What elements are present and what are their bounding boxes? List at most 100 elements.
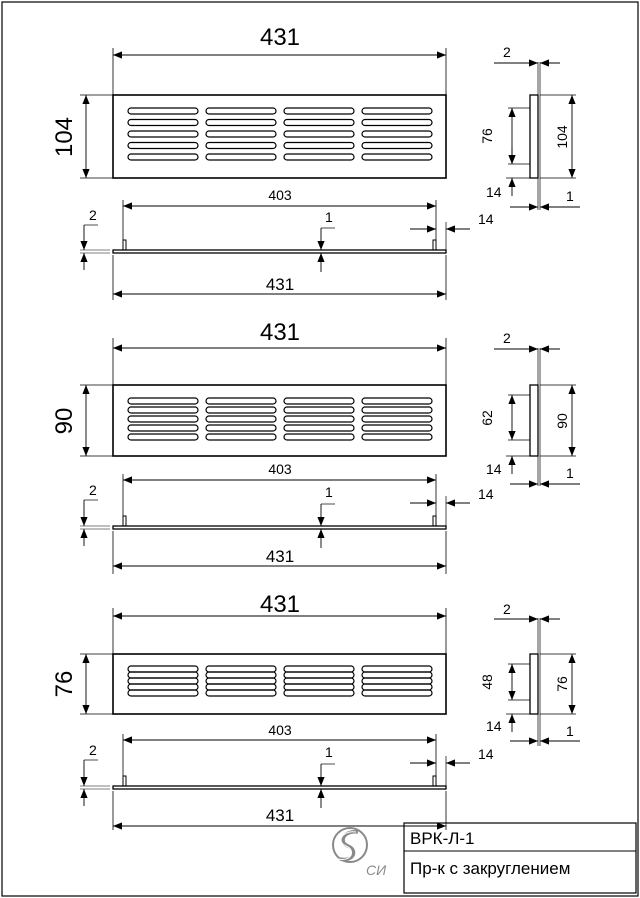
vent-slot	[283, 397, 355, 405]
back-thickness-label: 1	[566, 723, 574, 739]
slot-grid	[127, 107, 433, 161]
grille-frame	[112, 653, 447, 715]
end-gap-label: 14	[478, 486, 494, 502]
inner-length-label: 403	[268, 187, 292, 203]
edge-offset-label: 14	[486, 461, 502, 477]
vent-slot	[283, 141, 355, 150]
vent-slot	[283, 433, 355, 441]
vent-slot	[205, 153, 277, 161]
front-view: 431 104	[51, 24, 447, 179]
return-left	[122, 775, 127, 787]
vent-slot	[283, 153, 355, 161]
vent-slot	[205, 424, 277, 432]
vent-slot	[283, 671, 355, 679]
view-2: 431 90 2 90 62 14	[51, 319, 580, 574]
lip-label: 2	[89, 207, 97, 223]
vent-slot	[205, 433, 277, 441]
inner-length-label: 403	[268, 461, 292, 477]
bottom-width-label: 431	[266, 275, 294, 294]
flange-thickness-label: 2	[503, 330, 511, 346]
flange-thickness-label: 2	[503, 44, 511, 60]
logo-text: СИ	[366, 862, 387, 878]
grille-frame	[112, 94, 447, 179]
overall-width-label: 431	[260, 591, 300, 618]
end-gap-label: 14	[478, 746, 494, 762]
vent-slot	[283, 689, 355, 697]
vent-slot	[283, 683, 355, 691]
product-description: Пр-к с закруглением	[410, 859, 570, 878]
vent-slot	[361, 406, 433, 414]
vent-slot	[361, 153, 433, 161]
overall-width-label: 431	[260, 24, 300, 51]
vent-slot	[205, 141, 277, 150]
vent-slot	[127, 107, 199, 115]
vent-slot	[283, 118, 355, 127]
vent-slot	[205, 118, 277, 127]
vent-slot	[205, 683, 277, 691]
vent-slot	[127, 406, 199, 414]
vent-slot	[361, 671, 433, 679]
top-view: 403 2 1 14 431	[80, 187, 494, 300]
vent-slot	[361, 683, 433, 691]
slot-span-label: 76	[479, 128, 495, 144]
vent-slot	[283, 665, 355, 673]
return-left	[122, 239, 127, 251]
vent-slot	[127, 397, 199, 405]
title-block: ВРК-Л-1 Пр-к с закруглением	[403, 822, 637, 894]
vent-slot	[205, 397, 277, 405]
side-height-label: 90	[554, 413, 570, 429]
gap-label: 1	[325, 744, 333, 760]
vent-slot	[127, 665, 199, 673]
back-thickness-label: 1	[566, 465, 574, 481]
vent-slot	[205, 671, 277, 679]
vent-slot	[127, 415, 199, 423]
inner-length-label: 403	[268, 722, 292, 738]
company-logo-icon: СИ	[332, 827, 387, 878]
bottom-width-label: 431	[266, 547, 294, 566]
slot-grid	[127, 665, 433, 697]
side-flange	[529, 94, 539, 179]
front-view: 431 76	[51, 591, 447, 715]
vent-slot	[205, 677, 277, 685]
return-left	[122, 515, 127, 527]
vent-slot	[283, 406, 355, 414]
side-height-label: 104	[554, 125, 570, 149]
vent-slot	[283, 415, 355, 423]
vent-slot	[361, 141, 433, 150]
top-view: 403 2 1 14 431	[80, 722, 494, 830]
vent-slot	[361, 397, 433, 405]
vent-slot	[127, 141, 199, 150]
vent-slot	[127, 671, 199, 679]
vent-slot	[361, 689, 433, 697]
top-plate	[112, 785, 447, 790]
vent-slot	[361, 424, 433, 432]
height-label: 76	[51, 671, 78, 698]
gap-label: 1	[325, 484, 333, 500]
vent-slot	[361, 677, 433, 685]
vent-slot	[361, 665, 433, 673]
side-view: 2 90 62 14 1	[479, 330, 580, 488]
vent-slot	[361, 433, 433, 441]
vent-slot	[361, 107, 433, 115]
lip-label: 2	[89, 482, 97, 498]
vent-slot	[205, 689, 277, 697]
vent-slot	[127, 683, 199, 691]
vent-slot	[361, 118, 433, 127]
view-3: 431 76 2 76 48 14	[51, 591, 580, 830]
edge-offset-label: 14	[486, 184, 502, 200]
vent-slot	[283, 107, 355, 115]
vent-slot	[127, 424, 199, 432]
front-view: 431 90	[51, 319, 447, 457]
vent-slot	[205, 107, 277, 115]
side-flange	[529, 653, 539, 715]
vent-slot	[205, 406, 277, 414]
bottom-width-label: 431	[266, 806, 294, 825]
gap-label: 1	[325, 209, 333, 225]
vent-slot	[361, 415, 433, 423]
flange-thickness-label: 2	[503, 601, 511, 617]
vent-slot	[127, 130, 199, 138]
return-right	[432, 239, 437, 251]
return-right	[432, 775, 437, 787]
vent-slot	[127, 153, 199, 161]
